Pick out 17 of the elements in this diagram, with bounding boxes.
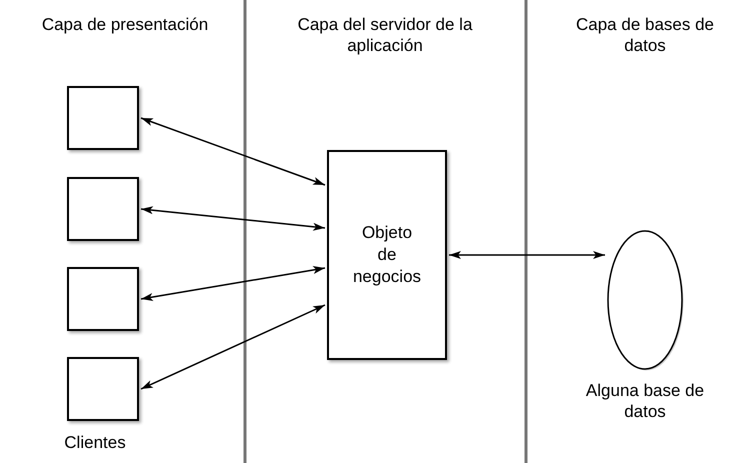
double-arrow: [140, 117, 326, 186]
double-arrow: [449, 251, 605, 259]
double-arrow: [140, 206, 326, 231]
client-box: [67, 86, 139, 150]
client-box: [67, 357, 139, 421]
node-text: Objeto de negocios: [352, 222, 422, 288]
layer-heading: Capa de bases de datos: [575, 14, 715, 56]
double-arrow: [140, 304, 326, 390]
double-arrow: [140, 266, 326, 301]
process-box: [327, 150, 447, 360]
client-box: [67, 177, 139, 241]
group-label: Clientes: [63, 432, 127, 454]
layer-heading: Capa de presentación: [40, 14, 210, 36]
layer-heading: Capa del servidor de la aplicación: [296, 14, 474, 56]
node-caption: Alguna base de datos: [585, 380, 705, 422]
client-box: [67, 267, 139, 331]
database-ellipse: [607, 230, 683, 370]
